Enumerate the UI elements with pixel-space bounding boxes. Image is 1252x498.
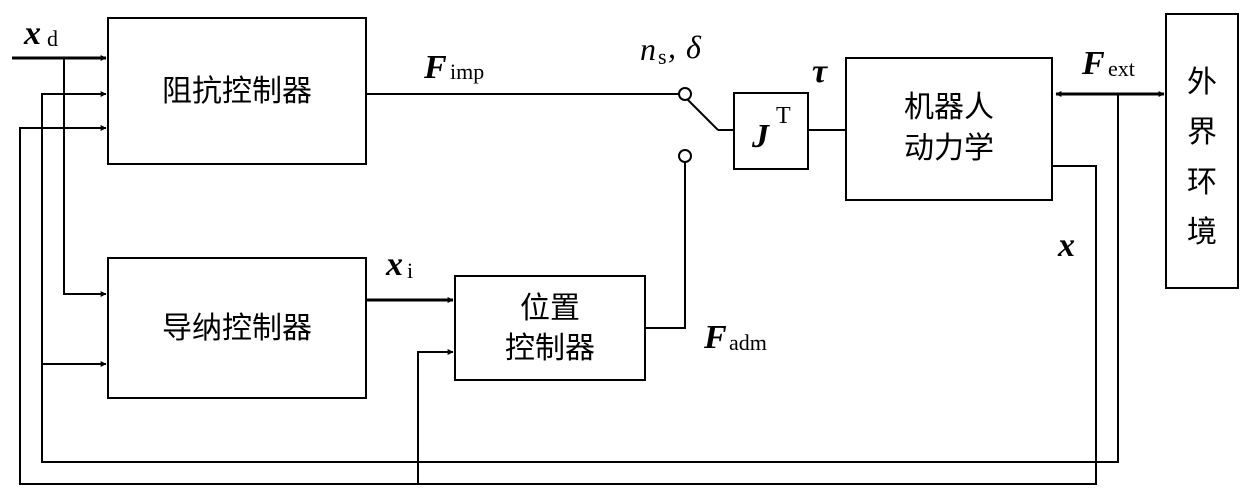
jacobian-symbol: J <box>751 118 770 155</box>
environment-char-4: 境 <box>1187 215 1217 250</box>
xi-subscript: i <box>407 258 413 283</box>
fadm-subscript: adm <box>729 330 767 355</box>
switch-separator: , <box>668 29 676 65</box>
x-feedback-label: x <box>1057 227 1075 264</box>
switch-n-label: n <box>640 31 656 67</box>
xi-label: x <box>385 246 403 283</box>
robot-dynamics-block <box>846 58 1052 200</box>
jacobian-transpose-block <box>734 93 808 169</box>
xd-label: x <box>23 15 41 52</box>
x-feedback-to-position-arrow <box>418 352 453 484</box>
fadm-label: F <box>703 319 727 356</box>
fext-subscript: ext <box>1108 56 1135 81</box>
switch-contact-bottom <box>679 150 691 162</box>
xd-subscript: d <box>47 26 58 51</box>
fimp-subscript: imp <box>450 59 484 84</box>
switch-delta-label: δ <box>686 29 702 65</box>
fadm-line <box>645 162 685 328</box>
environment-char-2: 界 <box>1187 115 1217 150</box>
position-controller-label-line1: 位置 <box>520 291 580 326</box>
robot-dynamics-label-line1: 机器人 <box>904 90 994 125</box>
switch-n-subscript: s <box>658 44 667 69</box>
fimp-label: F <box>423 49 447 86</box>
environment-char-1: 外 <box>1187 65 1217 100</box>
robot-dynamics-label-line2: 动力学 <box>904 131 994 166</box>
environment-char-3: 环 <box>1187 165 1217 200</box>
switch-blade <box>688 100 718 130</box>
switch-contact-top <box>679 88 691 100</box>
tau-label: τ <box>812 53 828 90</box>
position-controller-label-line2: 控制器 <box>505 331 595 366</box>
fext-label: F <box>1081 45 1105 82</box>
impedance-controller-label: 阻抗控制器 <box>162 74 312 109</box>
admittance-controller-label: 导纳控制器 <box>162 311 312 346</box>
jacobian-superscript: T <box>776 103 791 129</box>
